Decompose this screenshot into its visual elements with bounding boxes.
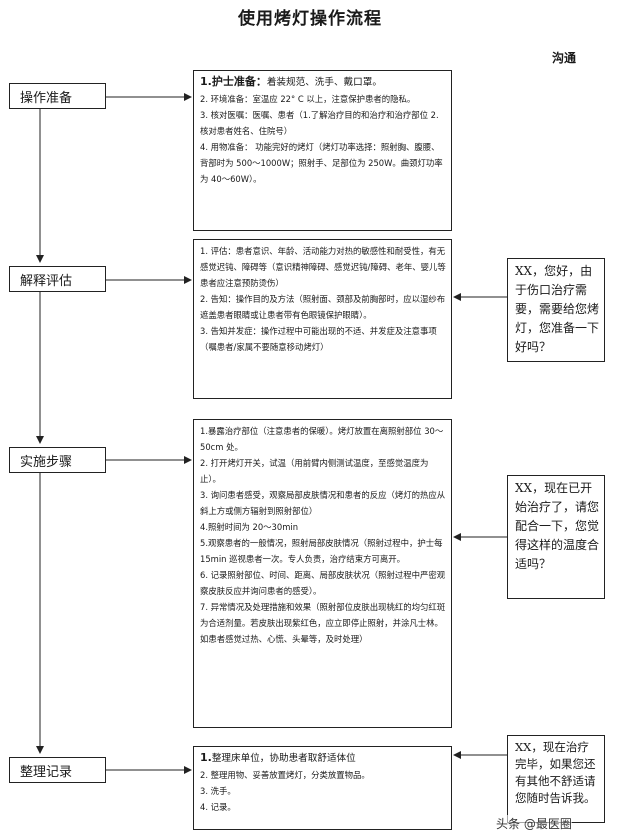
content-item: 2. 环境准备：室温应 22° C 以上，注意保护患者的隐私。 — [200, 94, 416, 104]
content-item: 1.暴露治疗部位（注意患者的保暖）。烤灯放置在离照射部位 30～50cm 处。 — [200, 426, 444, 452]
content-item-lead: 1. — [200, 751, 212, 764]
step-box-preparation: 操作准备 — [9, 83, 106, 109]
talk-box-assessment: XX，您好，由于伤口治疗需要，需要给您烤灯，您准备一下好吗？ — [507, 258, 605, 362]
communication-label: 沟通 — [552, 51, 577, 65]
step-box-assessment: 解释评估 — [9, 266, 106, 292]
content-item: 4. 用物准备： 功能完好的烤灯（烤灯功率选择：照射胸、腹腰、背部时为 500～… — [200, 142, 443, 184]
step-label: 整理记录 — [20, 764, 73, 780]
content-item-text: 整理床单位，协助患者取舒适体位 — [211, 753, 356, 764]
content-item: 3. 告知并发症：操作过程中可能出现的不适、并发症及注意事项（嘱患者/家属不要随… — [200, 326, 437, 352]
content-box-implementation: 1.暴露治疗部位（注意患者的保暖）。烤灯放置在离照射部位 30～50cm 处。 … — [193, 419, 452, 728]
content-item: 1.护士准备：着装规范、洗手、戴口罩。 — [200, 74, 446, 91]
content-item: 6. 记录照射部位、时间、距离、局部皮肤状况（照射过程中严密观察皮肤反应并询问患… — [200, 570, 446, 596]
talk-box-record: XX，现在治疗完毕，如果您还有其他不舒适请您随时告诉我。 — [507, 735, 605, 823]
step-label: 解释评估 — [20, 273, 73, 289]
page-title: 使用烤灯操作流程 — [238, 9, 382, 29]
content-item-lead: 1.护士准备： — [200, 75, 267, 88]
content-item: 5.观察患者的一般情况，照射局部皮肤情况（照射过程中，护士每 15min 巡视患… — [200, 538, 443, 564]
content-item: 2. 打开烤灯开关，试温（用前臂内侧测试温度，至感觉温度为止）。 — [200, 458, 429, 484]
content-item: 3. 洗手。 — [200, 786, 236, 796]
step-box-record: 整理记录 — [9, 757, 106, 783]
talk-box-implementation: XX，现在已开始治疗了，请您配合一下，您觉得这样的温度合适吗？ — [507, 475, 605, 599]
content-item: 4.照射时间为 20～30min — [200, 522, 299, 532]
watermark: 头条 @最医圈 — [496, 815, 572, 832]
content-item: 1.整理床单位，协助患者取舒适体位 — [200, 750, 446, 767]
content-item: 2. 告知：操作目的及方法（照射面、颈部及前胸部时，应以湿纱布遮盖患者眼睛或让患… — [200, 294, 446, 320]
content-item: 2. 整理用物、妥善放置烤灯，分类放置物品。 — [200, 770, 370, 780]
content-item: 3. 核对医嘱：医嘱、患者（1.了解治疗目的和治疗和治疗部位 2.核对患者姓名、… — [200, 110, 439, 136]
content-item: 7. 异常情况及处理措施和效果（照射部位皮肤出现桃红的均匀红斑为合适剂量。若皮肤… — [200, 602, 446, 644]
step-box-implementation: 实施步骤 — [9, 447, 106, 473]
content-box-assessment: 1. 评估：患者意识、年龄、活动能力对热的敏感性和耐受性，有无感觉迟钝、障碍等（… — [193, 239, 452, 399]
content-box-record: 1.整理床单位，协助患者取舒适体位 2. 整理用物、妥善放置烤灯，分类放置物品。… — [193, 746, 452, 830]
content-item-text: 着装规范、洗手、戴口罩。 — [266, 77, 382, 88]
content-item: 1. 评估：患者意识、年龄、活动能力对热的敏感性和耐受性，有无感觉迟钝、障碍等（… — [200, 246, 446, 288]
step-label: 操作准备 — [20, 90, 73, 106]
content-item: 3. 询问患者感受，观察局部皮肤情况和患者的反应（烤灯的热应从斜上方或侧方辐射到… — [200, 490, 446, 516]
step-label: 实施步骤 — [20, 454, 73, 470]
content-item: 4. 记录。 — [200, 802, 236, 812]
content-box-preparation: 1.护士准备：着装规范、洗手、戴口罩。 2. 环境准备：室温应 22° C 以上… — [193, 70, 452, 231]
